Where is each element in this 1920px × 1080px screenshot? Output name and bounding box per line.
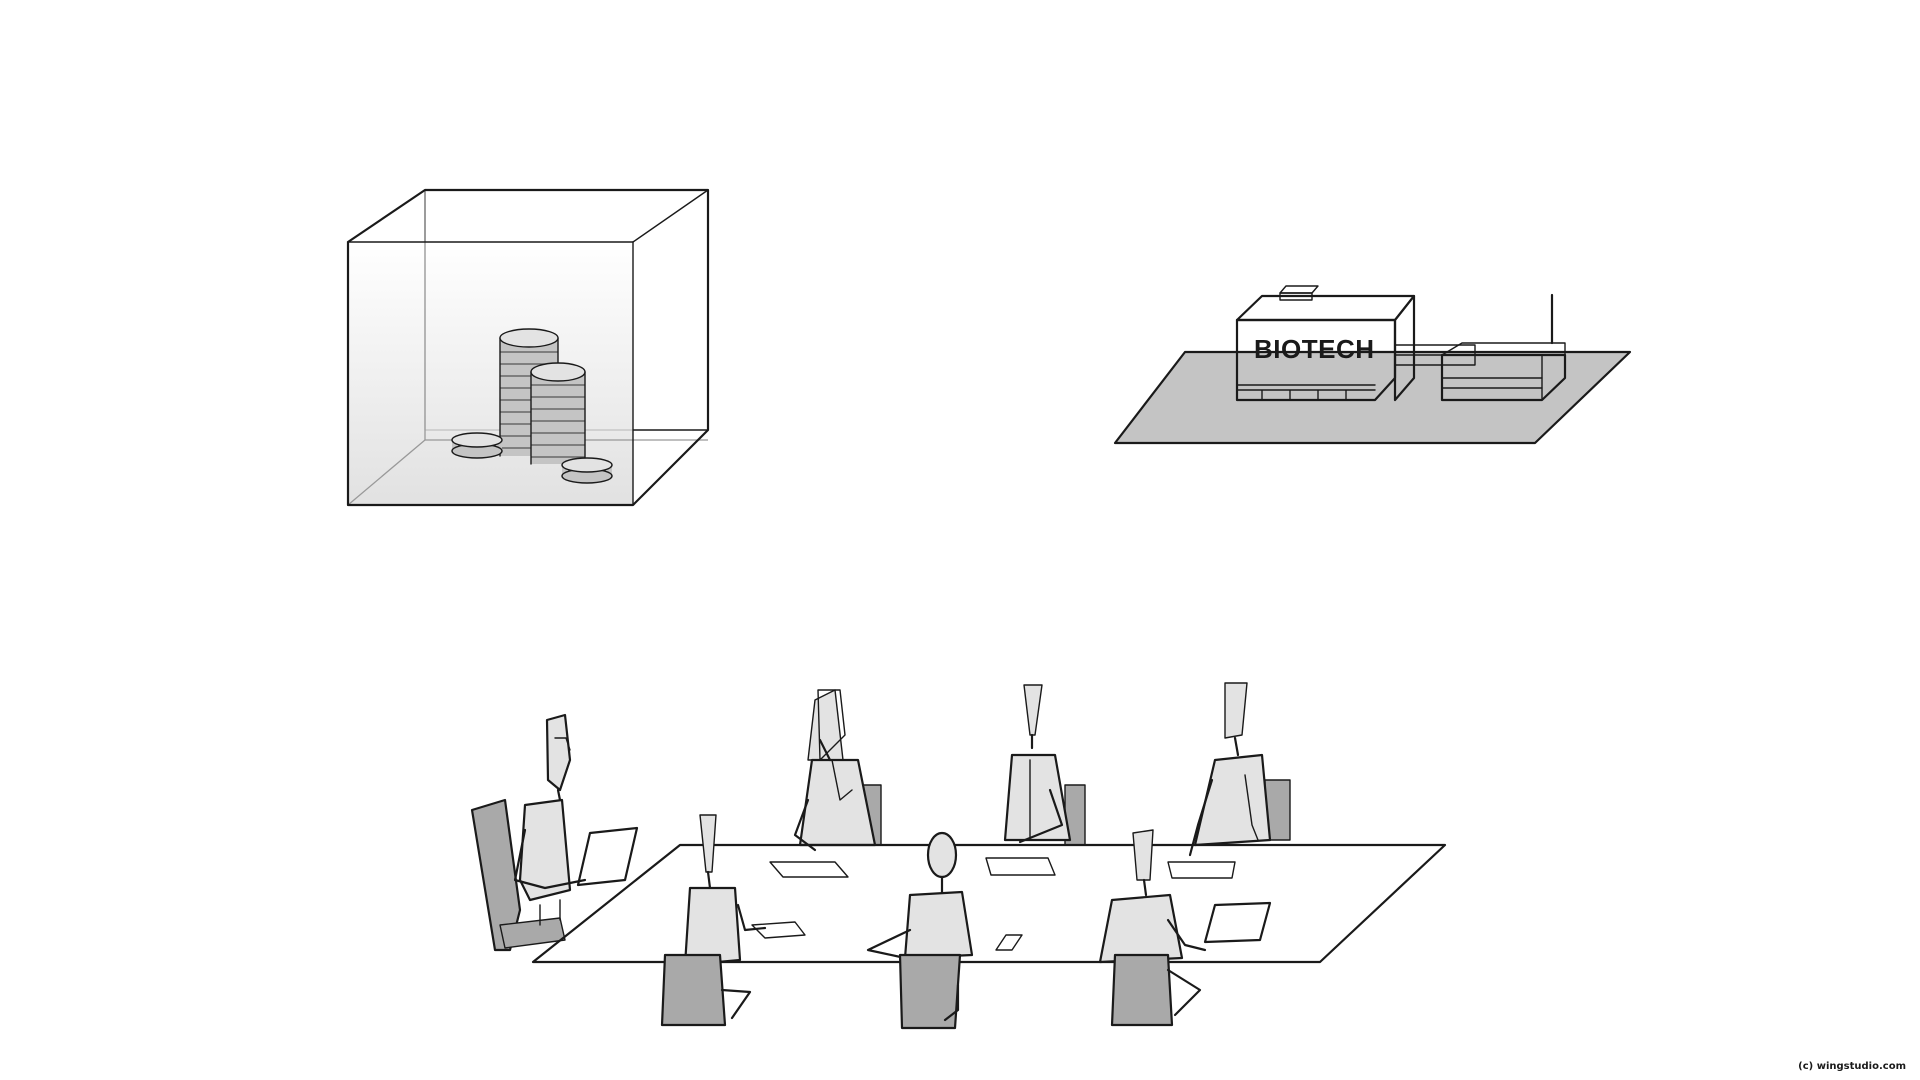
biotech-building-illustration: BIOTECH <box>1113 285 1632 445</box>
person-front-left <box>660 814 767 1027</box>
meeting-table <box>531 843 1447 964</box>
person-back-left <box>793 689 882 852</box>
person-front-right <box>1098 829 1272 1027</box>
table-papers <box>751 857 1236 951</box>
coin-stack-short <box>530 362 586 465</box>
person-front-middle <box>866 831 974 1030</box>
building-sign-text: BIOTECH <box>1254 334 1375 364</box>
coin-single-right <box>561 457 613 484</box>
coin-single-left <box>451 432 503 459</box>
person-back-middle <box>1003 684 1086 846</box>
person-back-right <box>1188 682 1291 857</box>
person-head-of-table <box>470 713 639 952</box>
meeting-scene-illustration <box>470 682 1447 1030</box>
coin-box-illustration <box>346 188 710 507</box>
copyright-text: (c) wingstudio.com <box>1798 1061 1906 1072</box>
